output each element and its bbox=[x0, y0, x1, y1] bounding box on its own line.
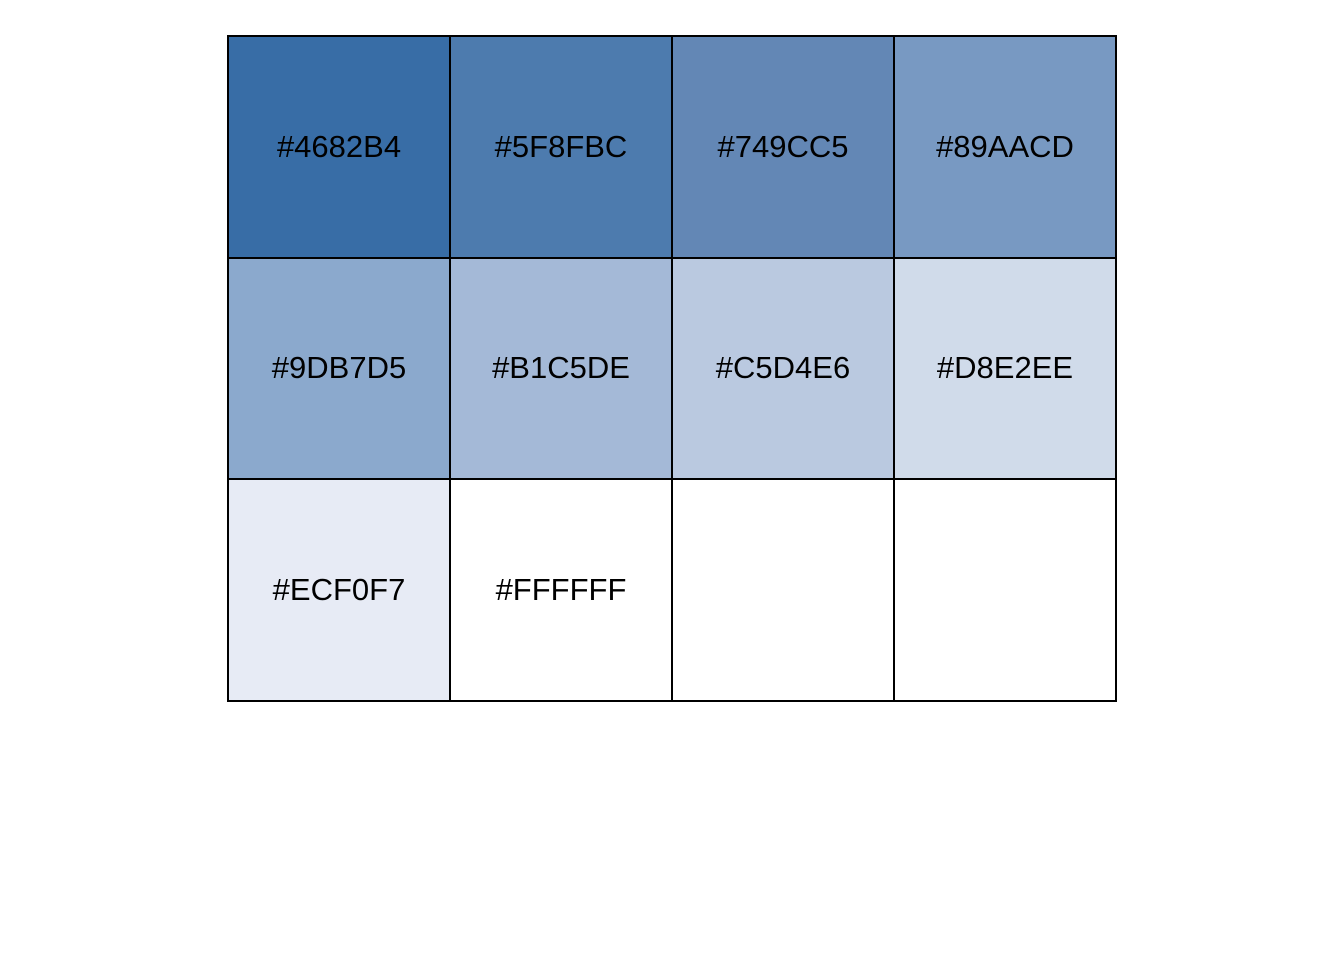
swatch-label: #C5D4E6 bbox=[715, 350, 851, 386]
swatch-label: #89AACD bbox=[936, 128, 1074, 164]
swatch-label: #D8E2EE bbox=[936, 350, 1074, 386]
swatch-label: #4682B4 bbox=[276, 128, 402, 164]
empty-swatch bbox=[673, 480, 895, 702]
swatch: #749CC5 bbox=[673, 37, 895, 259]
swatch: #FFFFFF bbox=[451, 480, 673, 702]
swatch: #5F8FBC bbox=[451, 37, 673, 259]
swatch-label: #ECF0F7 bbox=[272, 572, 406, 608]
swatch-label: #B1C5DE bbox=[492, 350, 630, 386]
swatch-label: #FFFFFF bbox=[495, 572, 627, 608]
swatch: #C5D4E6 bbox=[673, 258, 895, 481]
swatch-grid: #4682B4 #5F8FBC #749CC5 #89AACD #9DB7D5 … bbox=[227, 35, 1117, 702]
swatch: #D8E2EE bbox=[895, 258, 1117, 481]
swatch: #ECF0F7 bbox=[229, 480, 451, 702]
swatch: #4682B4 bbox=[229, 37, 451, 259]
swatch-label: #5F8FBC bbox=[494, 128, 628, 164]
swatch: #9DB7D5 bbox=[229, 258, 451, 481]
swatch-label: #9DB7D5 bbox=[271, 350, 407, 386]
empty-swatch bbox=[895, 480, 1117, 702]
swatch: #B1C5DE bbox=[451, 258, 673, 481]
swatch: #89AACD bbox=[895, 37, 1117, 259]
swatch-label: #749CC5 bbox=[717, 128, 849, 164]
